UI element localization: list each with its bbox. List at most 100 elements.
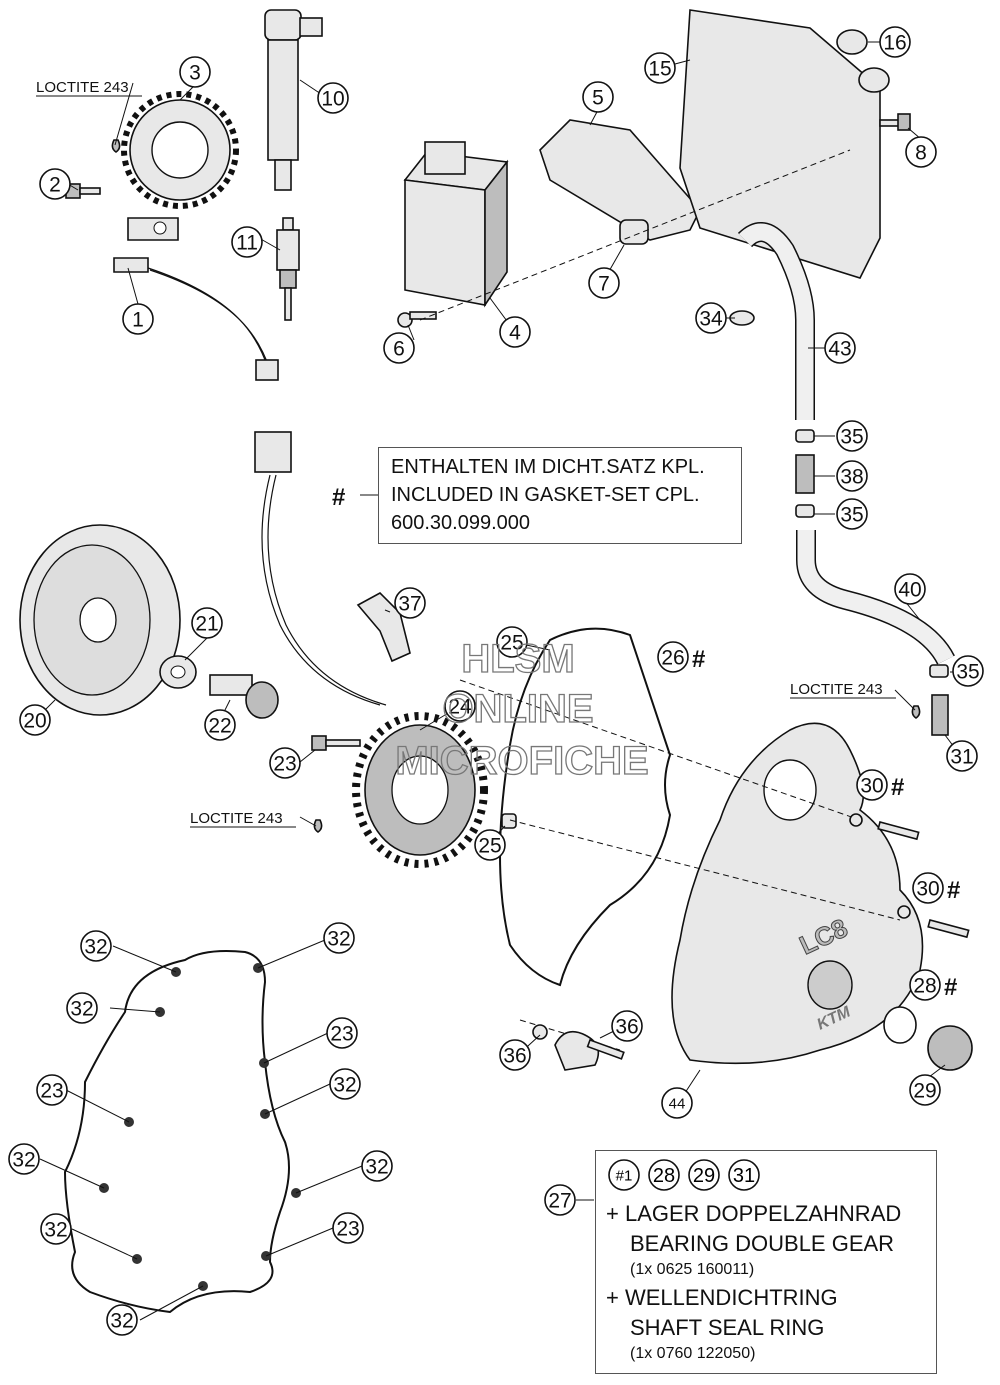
callout-22: 22 [204,709,236,741]
cdi-unit-part [403,141,509,308]
callout-15: 15 [644,52,676,84]
svg-text:31: 31 [733,1165,755,1187]
gasket-set-note: ENTHALTEN IM DICHT.SATZ KPL. INCLUDED IN… [378,447,742,544]
ignition-cover-part [671,722,924,1065]
svg-text:20: 20 [23,710,46,733]
callout-32-d: 32 [329,1068,361,1100]
svg-text:21: 21 [195,613,218,636]
callout-40: 38 [836,460,868,492]
hose-part-43 [796,530,955,665]
callout-3: 3 [179,56,211,88]
gasket-part [499,627,672,987]
callout-37: 36 [499,1039,531,1071]
svg-text:24: 24 [448,696,472,719]
callout-6: 6 [383,332,415,364]
svg-text:MICROFICHE: MICROFICHE [395,739,648,783]
kit-part-callout: #1 [608,1159,640,1191]
svg-text:26: 26 [661,647,684,670]
svg-text:44: 44 [669,1096,686,1113]
screw-part-6 [397,311,437,328]
loctite-label-2: LOCTITE 243 [790,681,896,699]
svg-text:38: 38 [840,466,863,489]
loctite-label-1: LOCTITE 243 [36,79,142,97]
mount-plate-part [679,9,881,279]
plug-part [927,1025,973,1071]
kit-item1-en: BEARING DOUBLE GEAR [630,1231,895,1256]
svg-text:32: 32 [70,998,93,1021]
loctite-label-3: LOCTITE 243 [190,810,296,828]
svg-text:35: 35 [840,504,863,527]
svg-text:25: 25 [478,835,501,858]
callout-4: 4 [499,316,531,348]
kit-part-callout: 29 [688,1159,720,1191]
callout-7: 7 [588,267,620,299]
svg-text:35: 35 [956,661,979,684]
callout-32-c: 32 [66,992,98,1024]
callout-44: 43 [824,332,856,364]
callout-23-b: 23 [36,1074,68,1106]
svg-text:23: 23 [273,753,296,776]
svg-text:HLSM: HLSM [461,637,574,681]
callout-5: 5 [582,81,614,113]
hash-mark: # [891,774,904,801]
callout-30-bottom: 30 [912,872,944,904]
svg-text:30: 30 [860,775,883,798]
gasket-note-line-1: ENTHALTEN IM DICHT.SATZ KPL. [391,456,705,478]
svg-text:6: 6 [393,338,405,361]
kit-item1-de: + LAGER DOPPELZAHNRAD [606,1201,902,1226]
svg-text:32: 32 [333,1074,356,1097]
svg-text:1: 1 [132,309,144,332]
svg-text:32: 32 [84,936,107,959]
callout-32-f: 32 [361,1150,393,1182]
callout-11: 11 [231,226,263,258]
callout-35-b: 35 [836,498,868,530]
callout-10: 10 [317,82,349,114]
svg-text:35: 35 [840,426,863,449]
gasket-note-marker: # [332,484,345,511]
callout-21: 21 [191,607,223,639]
svg-text:32: 32 [365,1156,388,1179]
ignition-coil-part [264,9,323,191]
gasket-note-line-2: INCLUDED IN GASKET-SET CPL. [391,484,700,506]
washer-part [159,655,197,689]
callout-34: 34 [695,302,727,334]
callout-36: 36 [611,1010,643,1042]
svg-text:23: 23 [40,1080,63,1103]
svg-text:27: 27 [548,1190,571,1213]
hash-mark: # [944,974,957,1001]
trigger-wheel-part [121,91,239,209]
gasket-bolt-holes [99,963,301,1291]
svg-text:31: 31 [950,746,973,769]
gasket-note-line-3: 600.30.099.000 [391,512,531,534]
kit-item2-en: SHAFT SEAL RING [630,1315,825,1340]
kit-contents-note: #1 28 29 31 + LAGER DOPPELZAHNRAD BEARIN… [595,1150,937,1374]
svg-text:22: 22 [208,715,231,738]
clip-part [532,1024,625,1071]
callout-25-bottom: 25 [474,829,506,861]
svg-text:5: 5 [592,87,604,110]
svg-text:#1: #1 [616,1168,633,1185]
hose-fittings-part [795,429,949,678]
callout-27: 27 [544,1184,576,1216]
svg-text:4: 4 [509,322,521,345]
spark-plug-part [276,217,300,321]
svg-text:34: 34 [699,308,723,331]
loctite-drop-icon [111,139,121,153]
callout-31: 31 [946,740,978,772]
stator-screw-part [311,735,361,751]
svg-text:11: 11 [236,232,258,255]
callout-28: 28 [909,969,941,1001]
callout-30-top: 30 [856,769,888,801]
svg-text:LOCTITE 243: LOCTITE 243 [790,681,883,698]
svg-text:23: 23 [336,1218,359,1241]
dowel-pin-part [501,813,517,829]
callout-hash-1: 44 [661,1087,693,1119]
callout-32-h: 32 [106,1304,138,1336]
svg-text:LOCTITE 243: LOCTITE 243 [36,79,129,96]
callout-32-g: 32 [40,1213,72,1245]
callout-38: 37 [394,587,426,619]
callout-2: 2 [39,168,71,200]
callout-23-a: 23 [326,1017,358,1049]
callout-32-e: 32 [8,1143,40,1175]
